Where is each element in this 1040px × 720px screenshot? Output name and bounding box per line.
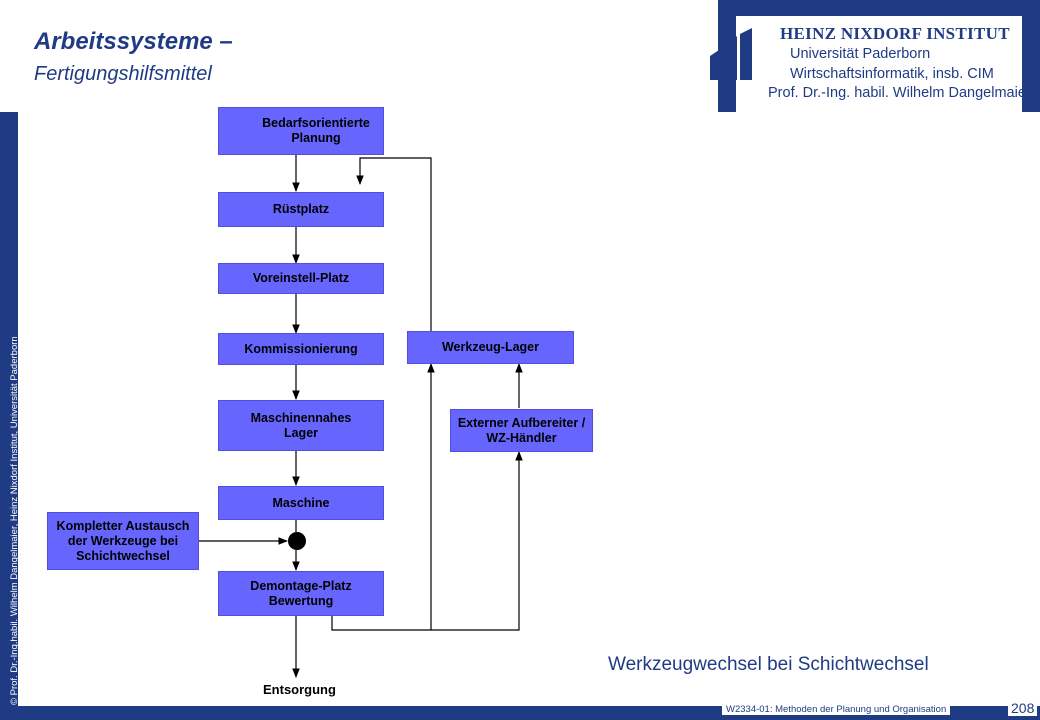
institute-university: Universität Paderborn: [790, 46, 931, 62]
node-werkzeug-lager: Werkzeug-Lager: [407, 331, 574, 364]
institute-professor: Prof. Dr.-Ing. habil. Wilhelm Dangelmaie…: [768, 85, 1031, 101]
node-bedarfsorientierte-planung: Bedarfsorientierte Planung: [218, 107, 384, 155]
footer-course: W2334-01: Methoden der Planung und Organ…: [722, 704, 951, 715]
diagram-caption: Werkzeugwechsel bei Schichtwechsel: [608, 654, 929, 675]
institute-logo-icon: [710, 28, 752, 80]
institute-department: Wirtschaftsinformatik, insb. CIM: [790, 66, 994, 82]
node-voreinstell-platz: Voreinstell-Platz: [218, 263, 384, 294]
node-maschine: Maschine: [218, 486, 384, 520]
edge-demontage-werkzeuglager: [331, 363, 435, 631]
edge-demontage-extern: [431, 451, 523, 631]
page-subtitle: Fertigungshilfsmittel: [34, 63, 212, 85]
institute-logo-panel: [736, 16, 1022, 112]
institute-name: HEINZ NIXDORF INSTITUT: [780, 24, 1010, 43]
node-maschinennahes-lager: Maschinennahes Lager: [218, 400, 384, 451]
node-externer-aufbereiter: Externer Aufbereiter / WZ-Händler: [450, 409, 593, 452]
node-kommissionierung: Kommissionierung: [218, 333, 384, 365]
page-number: 208: [1008, 700, 1038, 716]
page-title: Arbeitssysteme –: [34, 28, 233, 55]
edge-werkzeuglager-ruestplatz: [356, 157, 432, 331]
node-ruestplatz: Rüstplatz: [218, 192, 384, 227]
node-kompletter-austausch: Kompletter Austausch der Werkzeuge bei S…: [47, 512, 199, 570]
left-sidebar-bar: [0, 112, 18, 720]
node-entsorgung: Entsorgung: [263, 682, 336, 697]
node-demontage-platz: Demontage-Platz Bewertung: [218, 571, 384, 616]
junction-node: [288, 532, 306, 550]
